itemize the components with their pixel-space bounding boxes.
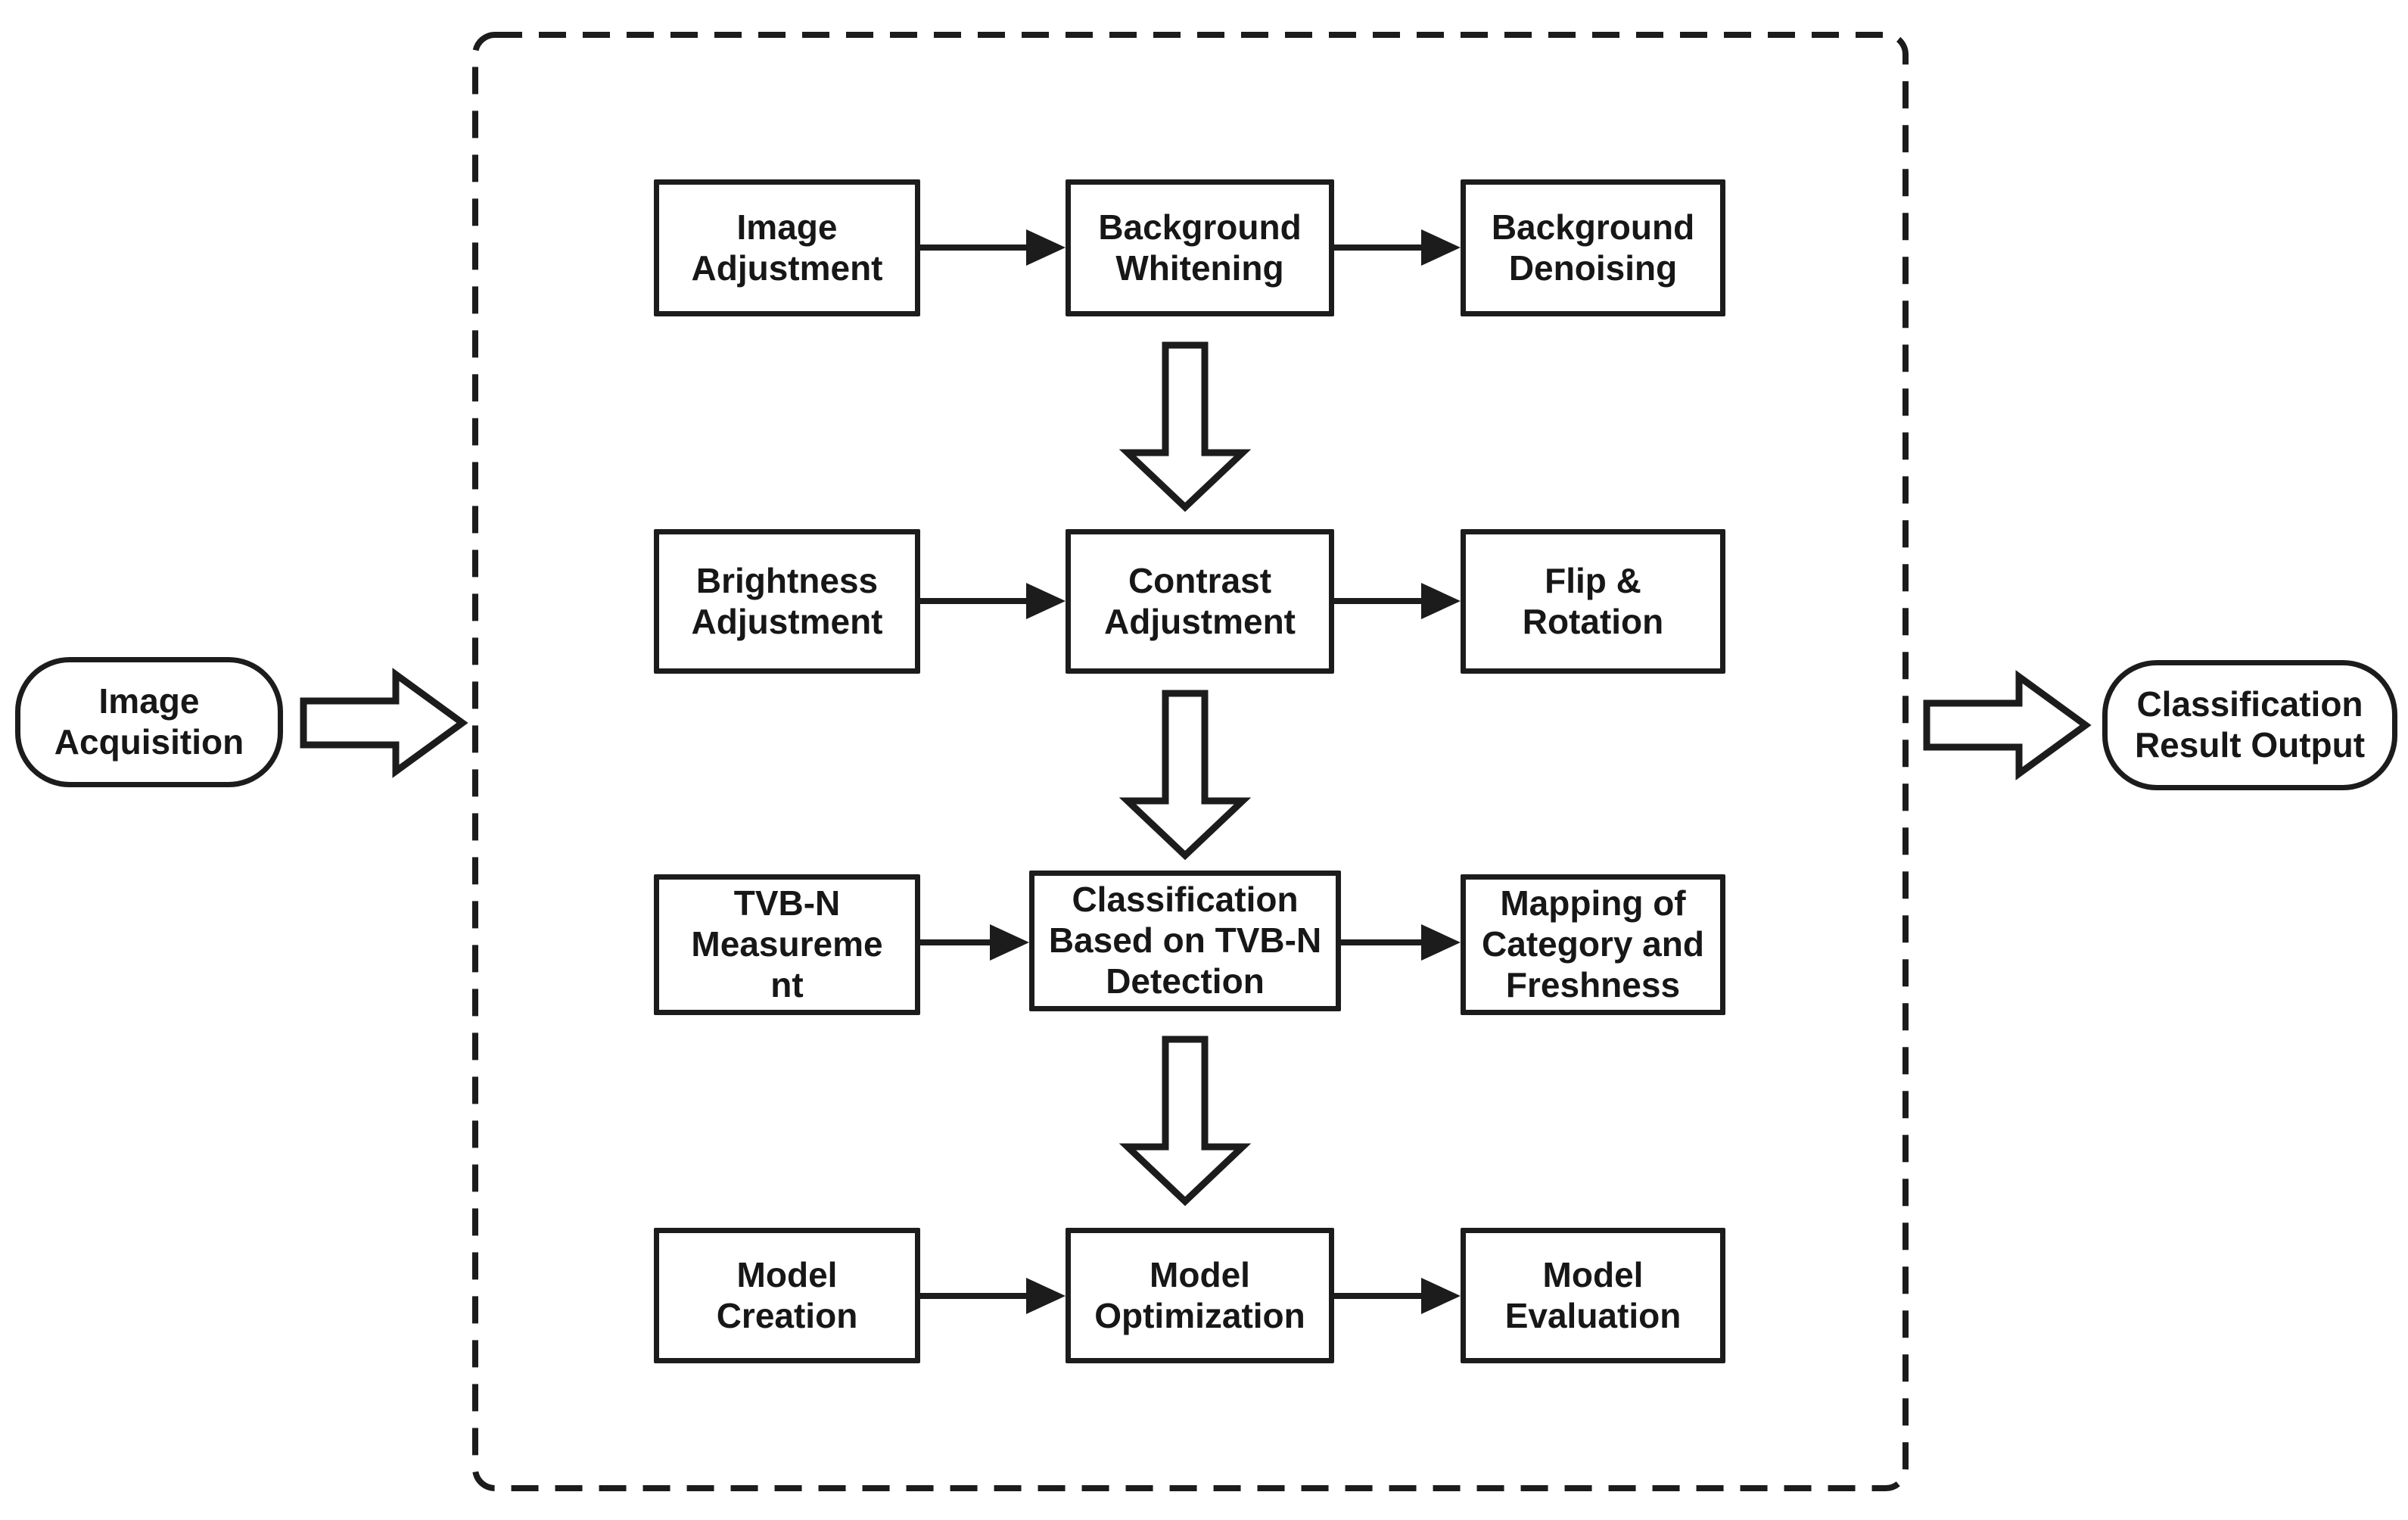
input-flow-arrow-right-icon	[300, 668, 468, 778]
process-box-model-evaluation: Model Evaluation	[1461, 1228, 1725, 1363]
process-box-background-whitening: Background Whitening	[1066, 179, 1334, 316]
process-box-classification-tvbn-detection: Classification Based on TVB-N Detection	[1029, 871, 1341, 1011]
process-box-image-adjustment: Image Adjustment	[654, 179, 920, 316]
process-box-mapping-category-freshness: Mapping of Category and Freshness	[1461, 874, 1725, 1015]
row2-row3-flow-arrow-down-icon	[1118, 690, 1252, 861]
output-node-classification-result: Classification Result Output	[2102, 660, 2397, 790]
row1-connector-arrow-icon	[920, 229, 1461, 266]
process-box-contrast-adjustment: Contrast Adjustment	[1066, 529, 1334, 674]
input-node-image-acquisition: Image Acquisition	[15, 657, 283, 787]
row4-connector-arrow-icon	[920, 1278, 1461, 1314]
row3-row4-flow-arrow-down-icon	[1118, 1036, 1252, 1207]
row3-connector-arrow-icon	[920, 924, 1461, 961]
process-box-tvbn-measurement: TVB-N Measureme nt	[654, 874, 920, 1015]
dashed-container-border	[472, 32, 1909, 1491]
process-box-brightness-adjustment: Brightness Adjustment	[654, 529, 920, 674]
process-box-flip-rotation: Flip & Rotation	[1461, 529, 1725, 674]
row1-row2-flow-arrow-down-icon	[1118, 341, 1252, 512]
process-box-background-denoising: Background Denoising	[1461, 179, 1725, 316]
process-box-model-optimization: Model Optimization	[1066, 1228, 1334, 1363]
output-flow-arrow-right-icon	[1923, 670, 2092, 780]
row2-connector-arrow-icon	[920, 583, 1461, 619]
process-box-model-creation: Model Creation	[654, 1228, 920, 1363]
